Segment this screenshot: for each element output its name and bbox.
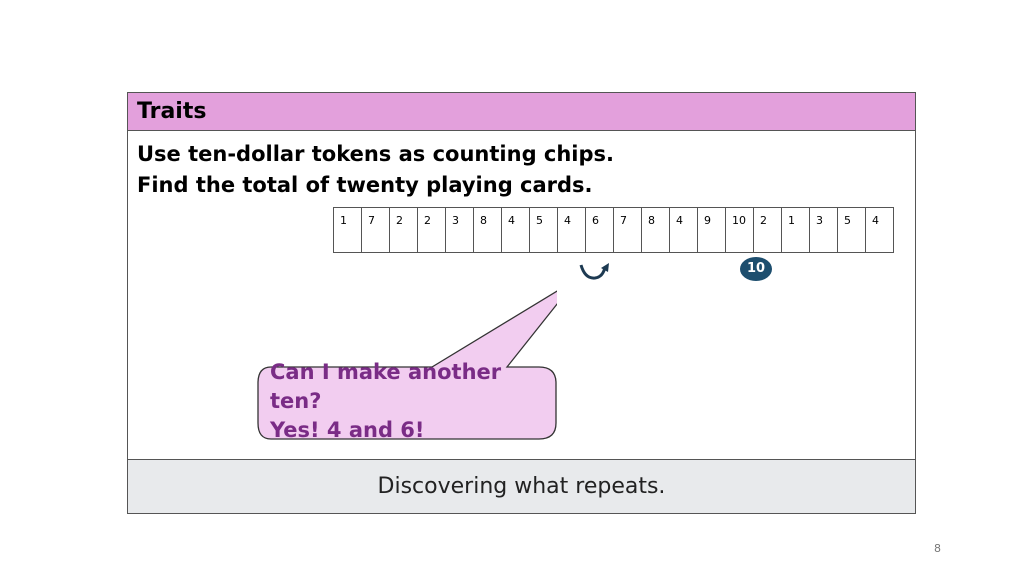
card-cell: 10 [726, 208, 754, 252]
footer-bar: Discovering what repeats. [128, 459, 915, 513]
header-title: Traits [137, 99, 207, 124]
speech-callout-shape [257, 290, 557, 440]
card-cell: 8 [474, 208, 502, 252]
ten-token: 10 [740, 257, 772, 281]
slide-frame: Traits Use ten-dollar tokens as counting… [127, 92, 916, 514]
header-bar: Traits [128, 93, 915, 131]
card-cell: 2 [390, 208, 418, 252]
card-cell: 4 [866, 208, 894, 252]
card-cell: 1 [334, 208, 362, 252]
card-cell: 7 [614, 208, 642, 252]
callout-text: Can I make another ten? Yes! 4 and 6! [270, 358, 540, 445]
page-number: 8 [934, 542, 941, 555]
card-cell: 6 [586, 208, 614, 252]
card-cell: 9 [698, 208, 726, 252]
instruction-line-1: Use ten-dollar tokens as counting chips. [137, 142, 615, 166]
callout-line-1: Can I make another [270, 360, 502, 384]
card-cell: 2 [418, 208, 446, 252]
card-cell: 5 [838, 208, 866, 252]
callout-line-2: ten? [270, 389, 322, 413]
instruction-line-2: Find the total of twenty playing cards. [137, 173, 593, 197]
curved-arrow-icon [579, 263, 609, 280]
card-cell: 4 [558, 208, 586, 252]
footer-text: Discovering what repeats. [377, 474, 666, 499]
card-cell: 4 [670, 208, 698, 252]
card-cell: 3 [810, 208, 838, 252]
callout-line-3: Yes! 4 and 6! [270, 418, 425, 442]
card-cell: 7 [362, 208, 390, 252]
card-cell: 3 [446, 208, 474, 252]
card-cell: 1 [782, 208, 810, 252]
instructions: Use ten-dollar tokens as counting chips.… [137, 139, 614, 201]
card-cell: 8 [642, 208, 670, 252]
card-cell: 4 [502, 208, 530, 252]
card-cell: 2 [754, 208, 782, 252]
card-cell: 5 [530, 208, 558, 252]
